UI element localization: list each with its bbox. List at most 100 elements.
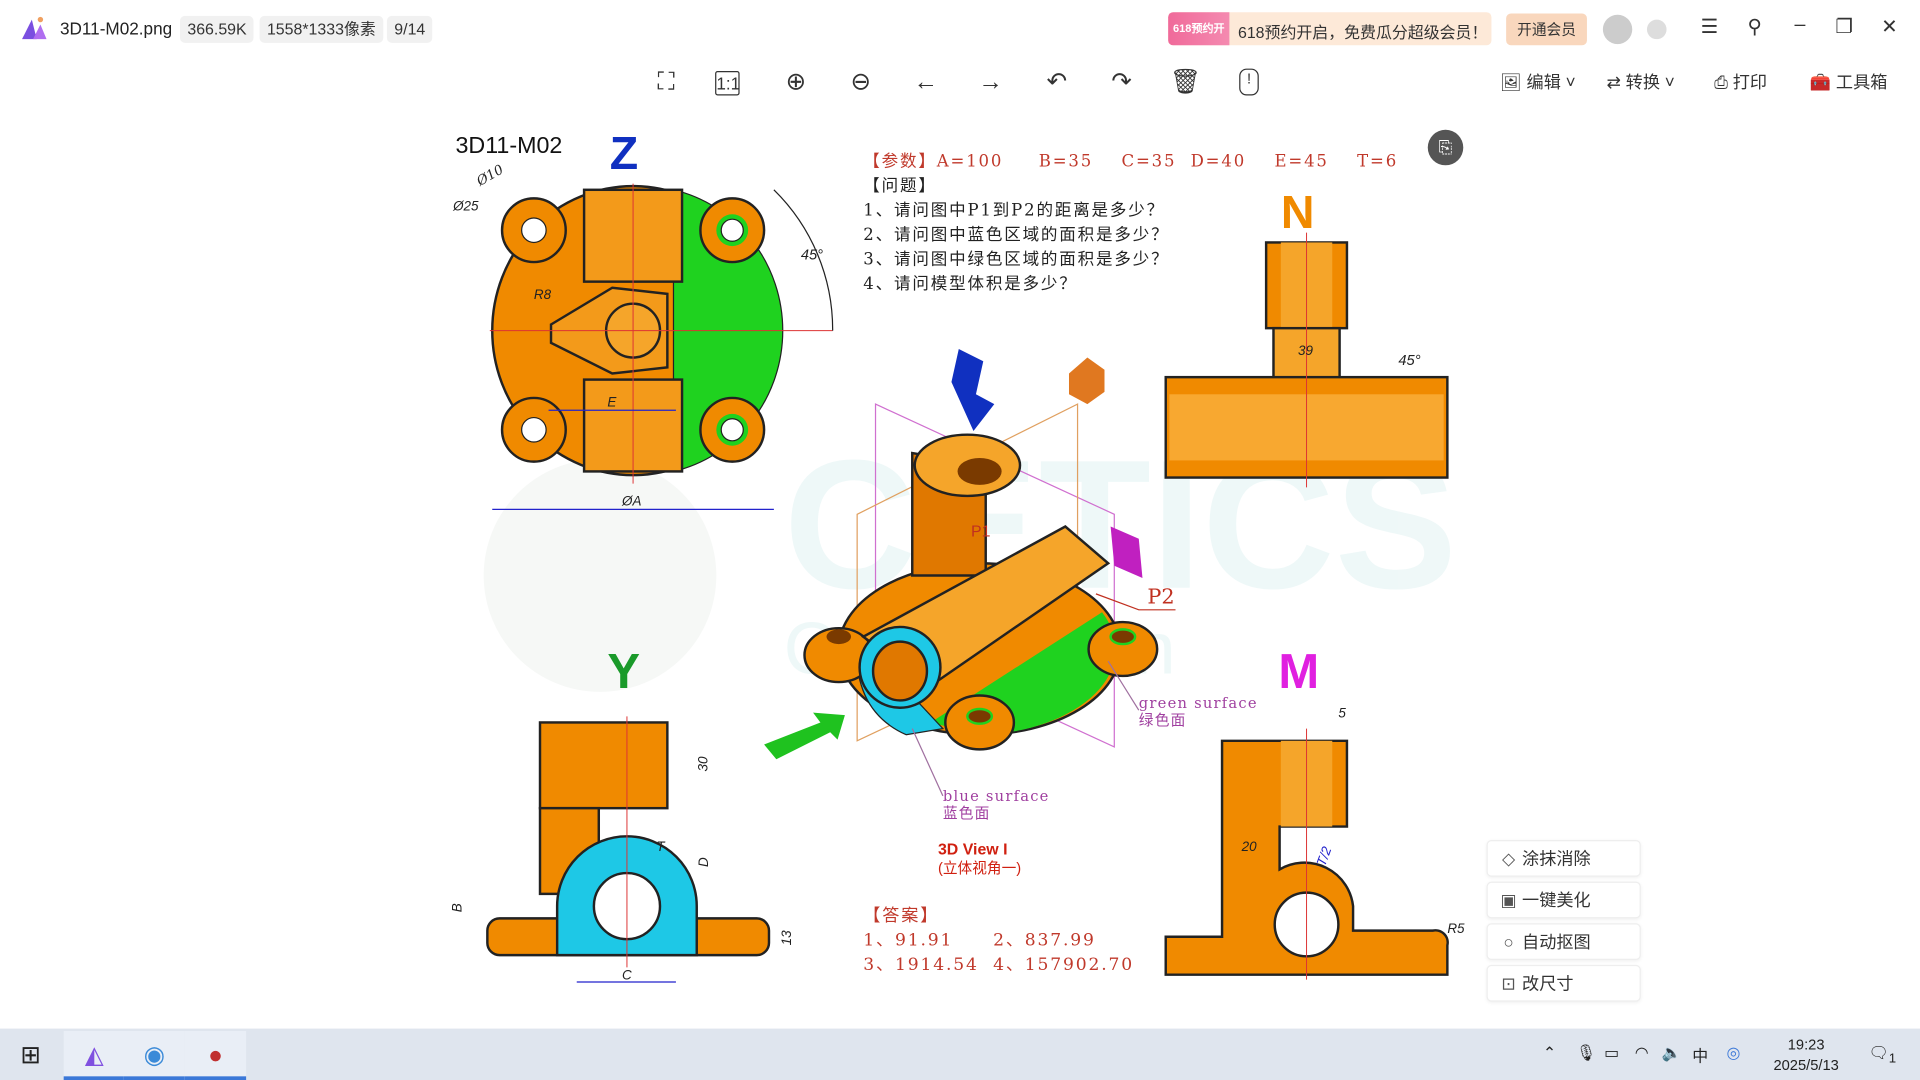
close-button[interactable]: ✕ (1881, 17, 1898, 38)
tray-expand-icon[interactable]: ⌃ (1542, 1043, 1557, 1062)
ocr-icon[interactable]: ⎘ (1427, 129, 1464, 166)
ime-indicator[interactable]: 中 (1692, 1046, 1709, 1066)
dim-da: ØA (621, 494, 641, 509)
smear-remove-label: 涂抹消除 (1522, 848, 1591, 869)
app-logo-icon (22, 16, 47, 40)
pin-icon[interactable]: ⚲ (1747, 17, 1762, 38)
taskbar-browser[interactable]: ◉ (123, 1031, 185, 1080)
battery-icon[interactable]: ▭ (1604, 1043, 1620, 1062)
dim-n45: 45° (1398, 353, 1420, 369)
fullscreen-icon[interactable]: ⛶ (657, 68, 675, 96)
taskbar-image-viewer[interactable]: ◭ (63, 1031, 125, 1080)
avatar[interactable] (1602, 14, 1633, 45)
view-label-m: M (1278, 645, 1319, 699)
promo-text: 618预约开启，免费瓜分超级会员！ (1237, 23, 1488, 42)
rotate-right-icon[interactable]: ↷ (1111, 68, 1132, 96)
answer-2: 2、837.99 (993, 930, 1096, 951)
questions-label: 【问题】 (863, 176, 937, 196)
dim-t2: T/2 (1314, 844, 1335, 868)
dim-d10: Ø10 (474, 162, 507, 190)
rotate-left-icon[interactable]: ↶ (1046, 68, 1067, 96)
dim-b: B (450, 903, 465, 912)
dim-r8: R8 (534, 287, 552, 302)
view-label-z: Z (610, 127, 638, 179)
parameters-line: 【参数】A=100 B=35 C=35 D=40 E=45 T=6 (863, 147, 1398, 172)
restore-button[interactable]: ❐ (1835, 17, 1853, 38)
badge-icon[interactable] (1646, 19, 1667, 40)
toolbox-button[interactable]: 🧰 工具箱 (1810, 70, 1888, 94)
view-label-y: Y (607, 645, 640, 699)
promo-banner[interactable]: 618预约开启 618预约开启，免费瓜分超级会员！ (1168, 12, 1492, 67)
ifly-icon[interactable]: ◎ (1726, 1043, 1741, 1062)
toolbox-icon: 🧰 (1809, 72, 1836, 92)
more-icon[interactable]: ! (1239, 68, 1259, 96)
dim-d25: Ø25 (452, 199, 479, 214)
taskbar (0, 1028, 1920, 1080)
convert-button[interactable]: ⇄ 转换 ˅ (1606, 72, 1675, 92)
previous-icon[interactable]: ← (913, 68, 938, 96)
resize-label: 改尺寸 (1522, 973, 1574, 994)
dim-t: T (656, 839, 666, 854)
answer-4: 4、157902.70 (993, 955, 1135, 975)
resize-button[interactable]: ⊡ 改尺寸 (1486, 964, 1641, 1002)
dim-20: 20 (1241, 839, 1257, 854)
notification-icon[interactable]: 🗨1 (1868, 1043, 1897, 1067)
edit-icon: 🖼 (1500, 72, 1527, 92)
green-surface-label-cn: 绿色面 (1139, 712, 1187, 729)
convert-label: 转换 (1625, 72, 1660, 92)
answer-1: 1、91.91 (863, 930, 954, 951)
auto-cutout-button[interactable]: ○自动抠图 (1486, 923, 1641, 961)
green-surface-label-en: green surface (1139, 695, 1258, 712)
image-canvas: CETICS Competition 3D11 (441, 116, 1482, 998)
eraser-icon: ◇ (1501, 848, 1516, 869)
vip-button[interactable]: 开通会员 (1506, 13, 1587, 46)
param-b: B=35 (1038, 151, 1094, 172)
dim-45: 45° (801, 248, 823, 264)
param-c: C=35 (1121, 151, 1177, 172)
answer-3: 3、1914.54 (863, 955, 979, 975)
next-icon[interactable]: → (978, 68, 1003, 96)
view-label-n: N (1281, 186, 1315, 238)
edit-label: 编辑 (1526, 72, 1561, 92)
print-icon: ⎙ (1714, 72, 1733, 92)
zoom-in-icon[interactable]: ⊕ (785, 68, 807, 96)
question-3: 3、请问图中绿色区域的面积是多少？ (863, 249, 1170, 270)
print-button[interactable]: ⎙ 打印 (1714, 70, 1767, 94)
section-view-m (1164, 728, 1449, 980)
smear-remove-button[interactable]: ◇ 涂抹消除 (1486, 840, 1641, 877)
menu-icon[interactable]: ☰ (1700, 17, 1719, 38)
resize-icon: ⊡ (1501, 973, 1516, 994)
start-button[interactable]: ⊞ (20, 1042, 41, 1069)
param-e: E=45 (1274, 151, 1329, 172)
zoom-out-icon[interactable]: ⊖ (850, 68, 872, 96)
blue-surface-label-en: blue surface (943, 788, 1050, 805)
question-2: 2、请问图中蓝色区域的面积是多少？ (863, 225, 1170, 245)
section-view-n (1164, 232, 1449, 488)
beautify-label: 一键美化 (1522, 890, 1591, 910)
toolbox-label: 工具箱 (1835, 72, 1888, 92)
taskbar-recorder[interactable]: ● (184, 1031, 247, 1080)
dim-r5: R5 (1447, 921, 1465, 936)
volume-icon[interactable]: 🔈 (1661, 1043, 1682, 1062)
microphone-icon[interactable]: 🎙 (1575, 1043, 1597, 1062)
cutout-icon: ○ (1503, 931, 1514, 952)
actual-size-icon[interactable]: 1:1 (715, 71, 740, 96)
image-index-badge: 9/14 (386, 15, 433, 43)
dim-e: E (607, 395, 617, 410)
wifi-icon[interactable]: ◠ (1634, 1043, 1649, 1062)
top-view-z (489, 183, 834, 511)
delete-icon[interactable]: 🗑 (1169, 68, 1201, 96)
dim-39: 39 (1298, 343, 1313, 358)
isometric-3d-view (764, 348, 1176, 797)
promo-tag: 618预约开启 (1168, 12, 1230, 67)
front-view-y (486, 716, 771, 983)
print-label: 打印 (1732, 72, 1768, 92)
dim-30: 30 (696, 756, 711, 771)
edit-button[interactable]: 🖼 编辑 ˅ (1500, 72, 1576, 92)
file-name: 3D11-M02.png (60, 18, 173, 38)
beautify-button[interactable]: ▣一键美化 (1486, 881, 1641, 919)
minimize-button[interactable]: – (1794, 14, 1806, 36)
technical-drawing: CETICS Competition 3D11 (450, 127, 1465, 983)
dim-d: D (696, 857, 711, 867)
